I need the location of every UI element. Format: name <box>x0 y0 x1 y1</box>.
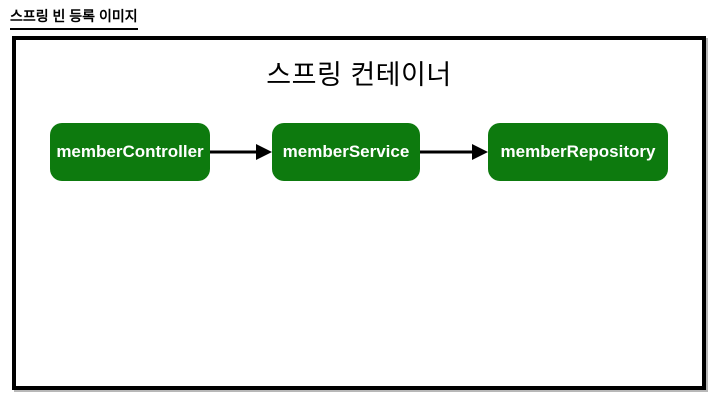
page-title: 스프링 빈 등록 이미지 <box>10 6 138 30</box>
node-member-service-label: memberService <box>282 142 410 161</box>
bean-flow-row: memberController memberService memberRep… <box>50 123 668 181</box>
flow-arrow-icon <box>210 144 272 160</box>
node-member-repository: memberRepository <box>488 123 668 181</box>
spring-container-box: 스프링 컨테이너 memberController memberService … <box>12 36 706 390</box>
container-title: 스프링 컨테이너 <box>266 60 452 90</box>
page-title-text: 스프링 빈 등록 이미지 <box>10 6 138 30</box>
node-member-controller: memberController <box>50 123 210 181</box>
node-member-controller-label: memberController <box>56 142 204 161</box>
node-member-service: memberService <box>272 123 420 181</box>
node-member-repository-label: memberRepository <box>500 142 656 161</box>
flow-arrow-icon <box>420 144 488 160</box>
